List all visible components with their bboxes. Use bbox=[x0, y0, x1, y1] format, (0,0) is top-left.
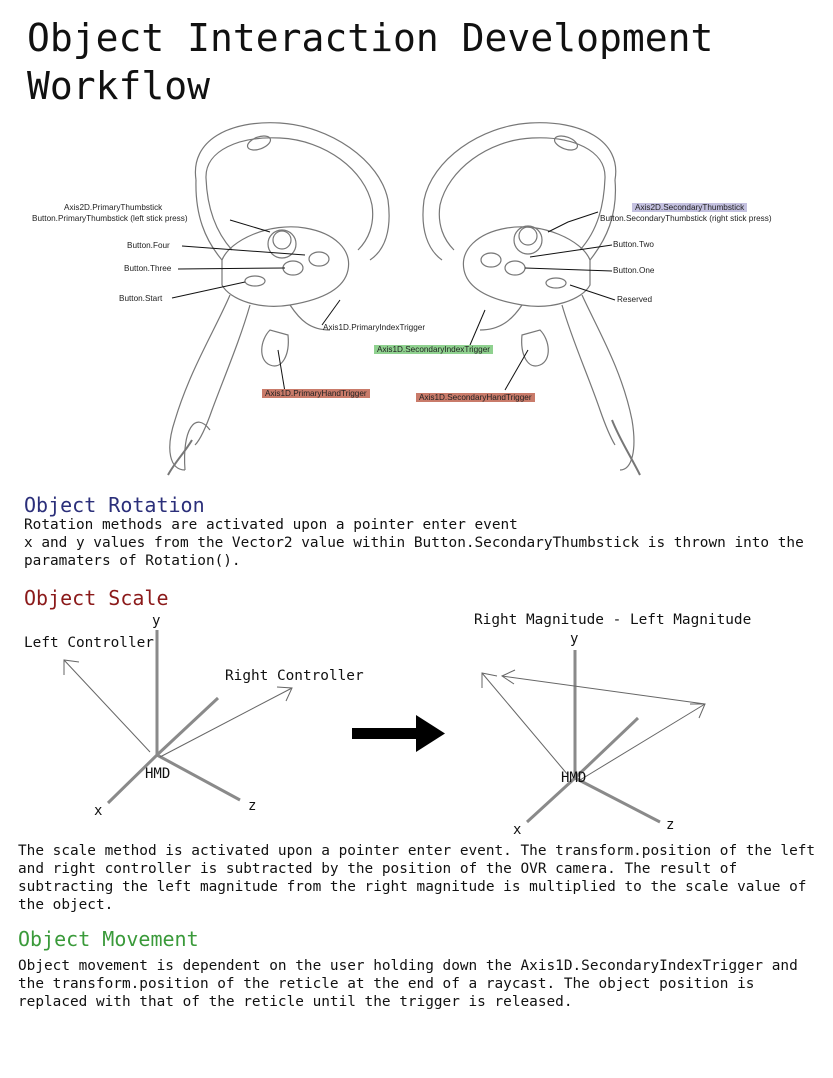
right-controller-label: Right Controller bbox=[225, 668, 364, 684]
label-axis1d-primary-index-trigger: Axis1D.PrimaryIndexTrigger bbox=[323, 323, 426, 332]
movement-body: Object movement is dependent on the user… bbox=[18, 958, 798, 1010]
label-button-secondary-thumbstick: Button.SecondaryThumbstick (right stick … bbox=[600, 214, 772, 223]
right-axis-x-label: x bbox=[513, 822, 522, 838]
page-title: Object Interaction Development Workflow bbox=[27, 16, 714, 108]
left-axis-y-label: y bbox=[152, 613, 161, 629]
left-axes bbox=[106, 630, 241, 805]
label-axis2d-primary-thumbstick: Axis2D.PrimaryThumbstick bbox=[64, 203, 163, 212]
left-axis-x-label: x bbox=[94, 803, 103, 819]
left-vectors bbox=[63, 659, 293, 758]
right-controller-ring bbox=[422, 122, 617, 261]
label-button-four: Button.Four bbox=[127, 241, 170, 250]
magnitude-caption: Right Magnitude - Left Magnitude bbox=[474, 612, 752, 628]
movement-heading: Object Movement bbox=[18, 927, 199, 951]
right-axis-z-label: z bbox=[666, 817, 675, 833]
label-axis2d-secondary-thumbstick: Axis2D.SecondaryThumbstick bbox=[632, 203, 748, 212]
scale-body: The scale method is activated upon a poi… bbox=[18, 843, 816, 913]
rotation-heading: Object Rotation bbox=[24, 493, 205, 517]
right-vectors bbox=[481, 669, 706, 781]
label-button-one: Button.One bbox=[613, 266, 655, 275]
rotation-line-1: Rotation methods are activated upon a po… bbox=[24, 517, 518, 533]
label-button-two: Button.Two bbox=[613, 240, 654, 249]
label-reserved: Reserved bbox=[617, 295, 653, 304]
right-hmd-label: HMD bbox=[561, 770, 587, 786]
scale-heading: Object Scale bbox=[24, 586, 169, 610]
label-axis1d-secondary-index-trigger: Axis1D.SecondaryIndexTrigger bbox=[374, 345, 494, 354]
left-hmd-label: HMD bbox=[145, 766, 171, 782]
right-axis-y-label: y bbox=[570, 631, 579, 647]
right-controller-face bbox=[462, 226, 591, 307]
transition-arrow bbox=[352, 715, 445, 752]
label-button-start: Button.Start bbox=[119, 294, 163, 303]
label-axis1d-primary-hand-trigger: Axis1D.PrimaryHandTrigger bbox=[262, 389, 370, 398]
left-controller-ring bbox=[194, 122, 390, 261]
label-button-primary-thumbstick: Button.PrimaryThumbstick (left stick pre… bbox=[32, 214, 188, 223]
label-button-three: Button.Three bbox=[124, 264, 172, 273]
right-axes bbox=[525, 650, 661, 824]
label-axis1d-secondary-hand-trigger: Axis1D.SecondaryHandTrigger bbox=[416, 393, 535, 402]
left-axis-z-label: z bbox=[248, 798, 257, 814]
rotation-line-2: x and y values from the Vector2 value wi… bbox=[24, 535, 804, 569]
left-controller-label: Left Controller bbox=[24, 635, 154, 651]
